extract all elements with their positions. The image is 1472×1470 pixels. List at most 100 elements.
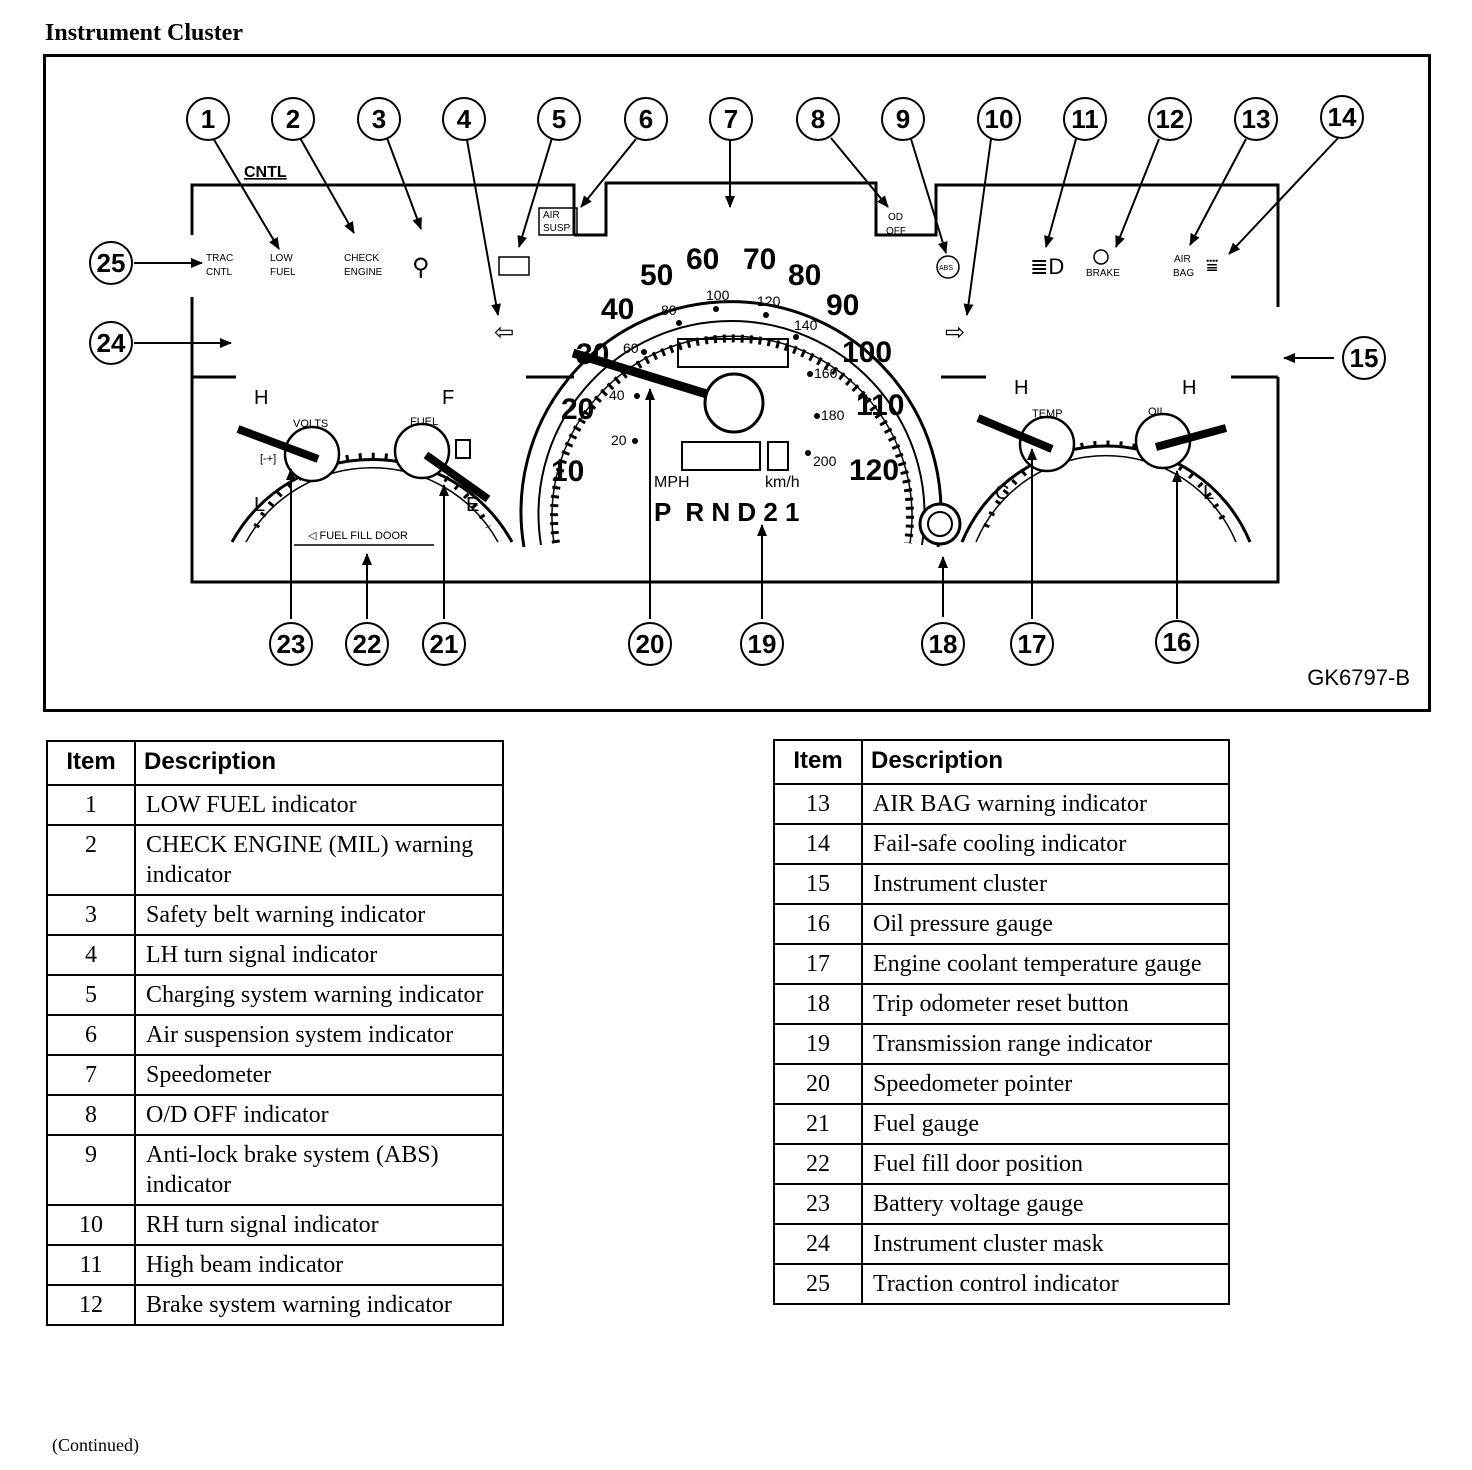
- low-fuel-label-2: FUEL: [270, 267, 296, 278]
- svg-text:21: 21: [430, 629, 459, 659]
- item-number: 24: [773, 1223, 863, 1265]
- item-number: 10: [46, 1204, 136, 1246]
- callout-23: 23: [269, 622, 313, 666]
- volts-low: L: [254, 494, 265, 516]
- item-number: 5: [46, 974, 136, 1016]
- callout-16: 16: [1155, 620, 1199, 664]
- item-number: 19: [773, 1023, 863, 1065]
- callout-2: 2: [271, 97, 315, 141]
- mph-tick: 20: [561, 393, 594, 426]
- trip-odometer-reset-button: [918, 502, 962, 546]
- svg-text:2: 2: [286, 104, 300, 134]
- item-number: 25: [773, 1263, 863, 1305]
- svg-text:ABS: ABS: [939, 265, 953, 272]
- item-number: 4: [46, 934, 136, 976]
- kmh-tick: 180: [821, 407, 845, 423]
- item-description: O/D OFF indicator: [134, 1094, 504, 1136]
- item-number: 7: [46, 1054, 136, 1096]
- callout-12: 12: [1148, 97, 1192, 141]
- item-description: Engine coolant temperature gauge: [861, 943, 1230, 985]
- callout-5: 5: [537, 97, 581, 141]
- continued-note: (Continued): [52, 1435, 139, 1455]
- callout-8: 8: [796, 97, 840, 141]
- item-number: 9: [46, 1134, 136, 1206]
- fuel-pointer: [423, 451, 491, 503]
- seatbelt-icon: ⚲: [412, 254, 430, 281]
- item-number: 18: [773, 983, 863, 1025]
- item-number: 6: [46, 1014, 136, 1056]
- callout-25: 25: [89, 241, 133, 285]
- item-description: Transmission range indicator: [861, 1023, 1230, 1065]
- mph-tick: 70: [743, 243, 776, 276]
- item-description: Battery voltage gauge: [861, 1183, 1230, 1225]
- svg-text:8: 8: [811, 104, 825, 134]
- kmh-label: km/h: [765, 474, 800, 491]
- svg-text:25: 25: [97, 248, 126, 278]
- mph-tick-labels: 10 20 30 40 50 60 70 80 90 100 110 120: [551, 243, 904, 488]
- item-number: 17: [773, 943, 863, 985]
- right-gauge-pod: TEMP H C OIL H L: [960, 377, 1252, 543]
- rh-turn-icon: ⇨: [945, 319, 965, 346]
- mph-tick: 40: [601, 293, 634, 326]
- mph-tick: 120: [849, 454, 899, 487]
- air-susp-label-2: SUSP: [543, 223, 571, 234]
- svg-text:19: 19: [748, 629, 777, 659]
- figure-id: GK6797-B: [1307, 665, 1410, 690]
- check-engine-label-1: CHECK: [344, 253, 379, 264]
- oil-label: OIL: [1148, 406, 1166, 418]
- oil-pointer: [1154, 424, 1228, 451]
- battery-icon: [498, 256, 530, 276]
- svg-text:7: 7: [724, 104, 738, 134]
- callout-14: 14: [1320, 95, 1364, 139]
- callout-21: 21: [422, 622, 466, 666]
- column-header-item: Item: [773, 739, 863, 785]
- speedometer: 10 20 30 40 50 60 70 80 90 100 110 120 2…: [519, 243, 943, 548]
- item-description: Oil pressure gauge: [861, 903, 1230, 945]
- svg-text:3: 3: [372, 104, 386, 134]
- item-number: 3: [46, 894, 136, 936]
- left-gauge-pod: VOLTS H L [-+] FUEL F E ◁ FUEL FILL DOOR: [230, 387, 514, 546]
- trip-indicator-box: [767, 441, 789, 471]
- air-bag-label-2: BAG: [1173, 268, 1194, 279]
- mph-tick: 90: [826, 289, 859, 322]
- callout-13: 13: [1234, 97, 1278, 141]
- volts-high: H: [254, 387, 268, 409]
- low-fuel-label-1: LOW: [270, 253, 293, 264]
- fuel-fill-door-label: ◁ FUEL FILL DOOR: [308, 530, 408, 542]
- item-description: Fail-safe cooling indicator: [861, 823, 1230, 865]
- svg-text:1: 1: [201, 104, 215, 134]
- item-number: 11: [46, 1244, 136, 1286]
- kmh-tick: 60: [623, 340, 639, 356]
- page-title: Instrument Cluster: [45, 20, 243, 46]
- kmh-tick: 140: [794, 317, 818, 333]
- item-description: Speedometer pointer: [861, 1063, 1230, 1105]
- svg-text:13: 13: [1242, 104, 1271, 134]
- item-description: Anti-lock brake system (ABS) indicator: [134, 1134, 504, 1206]
- item-description: Safety belt warning indicator: [134, 894, 504, 936]
- kmh-tick: 80: [661, 302, 677, 318]
- svg-text:9: 9: [896, 104, 910, 134]
- svg-text:4: 4: [457, 104, 472, 134]
- kmh-tick: 40: [609, 387, 625, 403]
- item-description: Speedometer: [134, 1054, 504, 1096]
- mph-label: MPH: [654, 474, 690, 491]
- callout-24: 24: [89, 321, 133, 365]
- item-number: 23: [773, 1183, 863, 1225]
- check-engine-label-2: ENGINE: [344, 267, 383, 278]
- svg-text:11: 11: [1071, 104, 1099, 134]
- air-susp-label-1: AIR: [543, 210, 560, 221]
- fuel-empty: E: [466, 494, 479, 516]
